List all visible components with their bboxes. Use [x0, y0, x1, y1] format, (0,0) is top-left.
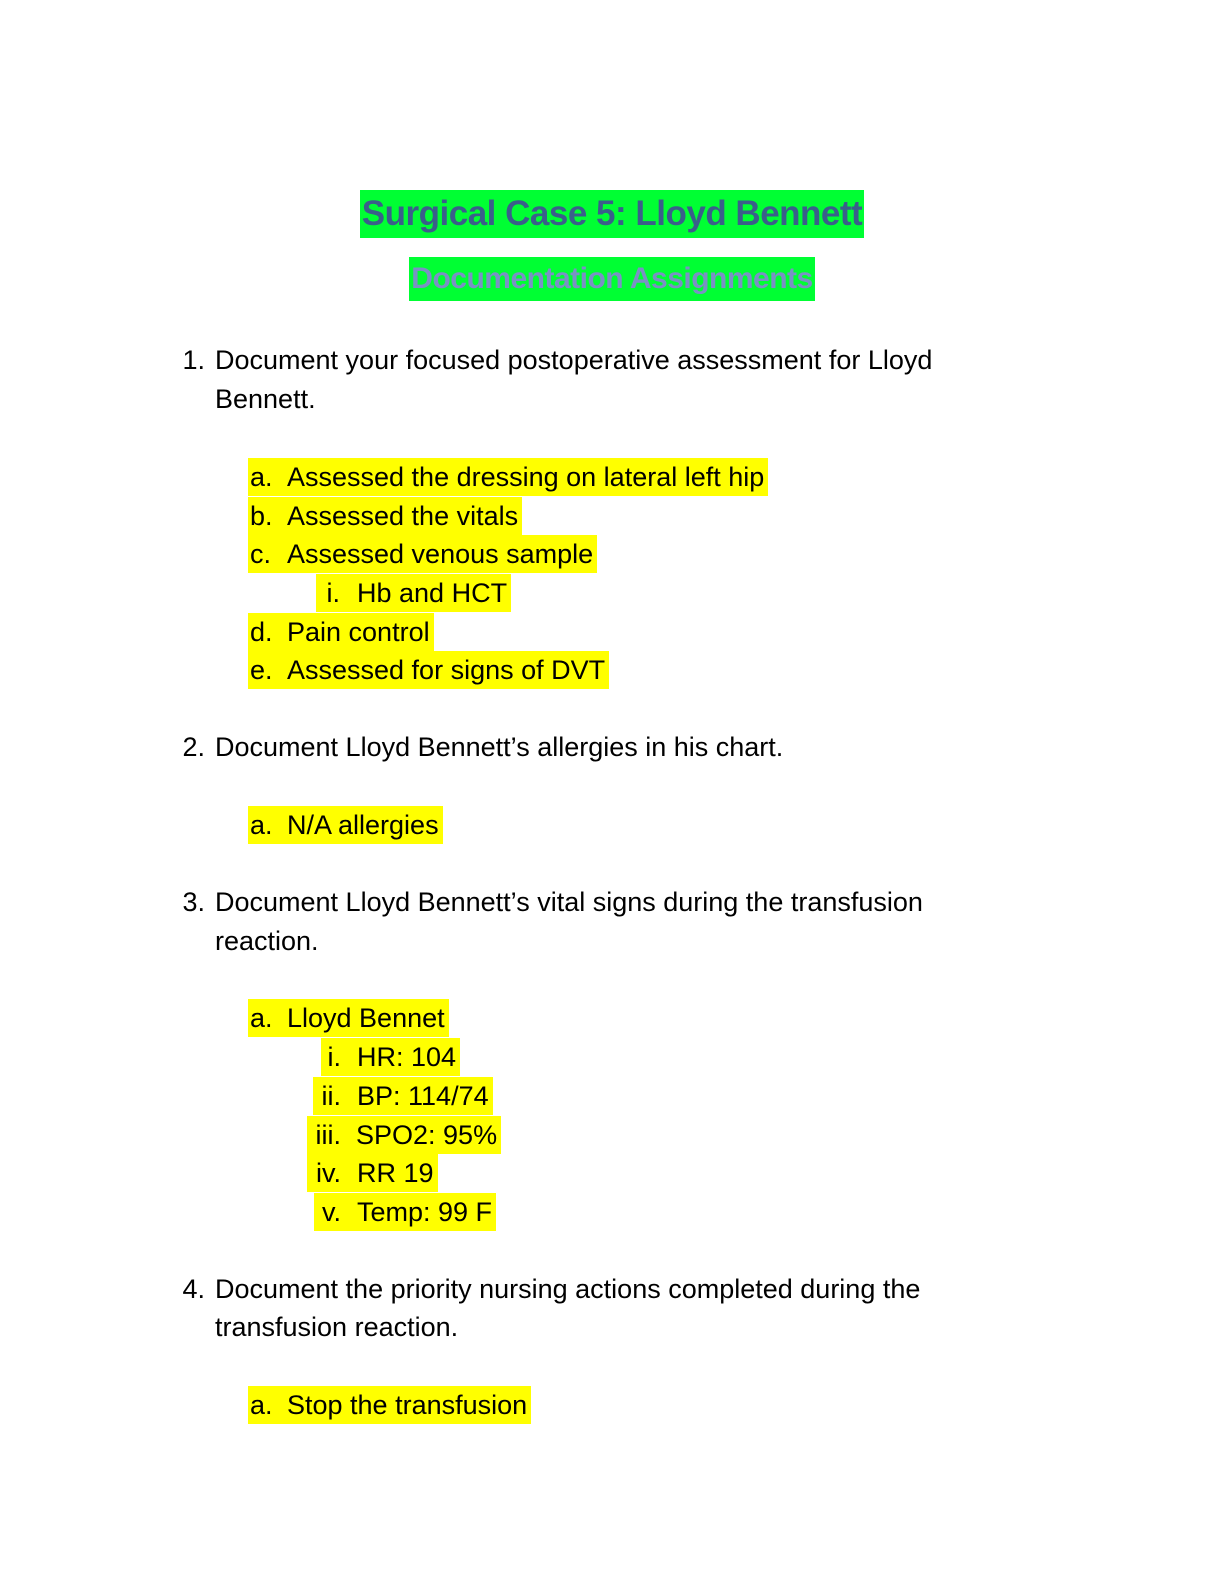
answer-marker: a.: [250, 1390, 273, 1420]
answer-text: Stop the transfusion: [287, 1390, 528, 1420]
answer-text: Pain control: [287, 617, 430, 647]
question-1-cont: Bennett.: [215, 380, 316, 418]
answer-marker: c.: [250, 539, 272, 569]
document-title: Surgical Case 5: Lloyd Bennett: [0, 190, 1224, 238]
answer-3a-i: i. HR: 104: [321, 1038, 461, 1076]
answer-text: Lloyd Bennet: [287, 1003, 445, 1033]
answer-marker: iv.: [316, 1158, 341, 1188]
question-text: Document Lloyd Bennett’s vital signs dur…: [215, 887, 923, 917]
question-text: reaction.: [215, 926, 319, 956]
document-subtitle-text: Documentation Assignments: [409, 257, 815, 301]
answer-text: Assessed the dressing on lateral left hi…: [287, 462, 765, 492]
answer-text: N/A allergies: [287, 810, 439, 840]
question-text: Document your focused postoperative asse…: [215, 345, 933, 375]
answer-text: BP: 114/74: [357, 1081, 489, 1111]
answer-marker: i.: [326, 578, 341, 608]
answer-marker: d.: [250, 617, 273, 647]
answer-text: Temp: 99 F: [357, 1197, 493, 1227]
answer-marker: a.: [250, 810, 273, 840]
answer-marker: b.: [250, 501, 273, 531]
question-text: Bennett.: [215, 384, 316, 414]
answer-text: HR: 104: [357, 1042, 457, 1072]
answer-text: Hb and HCT: [357, 578, 508, 608]
question-4-cont: transfusion reaction.: [215, 1308, 458, 1346]
question-text: transfusion reaction.: [215, 1312, 459, 1342]
answer-2a: a. N/A allergies: [248, 806, 443, 844]
answer-3a: a. Lloyd Bennet: [248, 999, 449, 1037]
question-text: Document Lloyd Bennett’s allergies in hi…: [215, 732, 784, 762]
answer-marker: v.: [322, 1197, 341, 1227]
question-number: 1.: [182, 345, 205, 375]
answer-marker: iii.: [315, 1120, 342, 1150]
answer-text: Assessed venous sample: [287, 539, 594, 569]
answer-3a-ii: ii. BP: 114/74: [313, 1077, 493, 1115]
question-number: 2.: [182, 732, 205, 762]
answer-3a-v: v. Temp: 99 F: [314, 1193, 497, 1231]
question-number: 3.: [182, 887, 205, 917]
answer-marker: ii.: [321, 1081, 342, 1111]
answer-text: Assessed for signs of DVT: [287, 655, 606, 685]
question-3-cont: reaction.: [215, 922, 319, 960]
answer-1c-i: i. Hb and HCT: [316, 574, 512, 612]
answer-marker: i.: [327, 1042, 342, 1072]
answer-marker: a.: [250, 462, 273, 492]
question-number: 4.: [182, 1274, 205, 1304]
question-text: Document the priority nursing actions co…: [215, 1274, 921, 1304]
answer-4a: a. Stop the transfusion: [248, 1386, 532, 1424]
answer-3a-iv: iv. RR 19: [307, 1154, 438, 1192]
answer-1a: a. Assessed the dressing on lateral left…: [248, 458, 769, 496]
document-subtitle: Documentation Assignments: [0, 257, 1224, 301]
answer-text: Assessed the vitals: [287, 501, 519, 531]
answer-marker: a.: [250, 1003, 273, 1033]
answer-1c: c. Assessed venous sample: [248, 535, 598, 573]
answer-1d: d. Pain control: [248, 613, 434, 651]
answer-3a-iii: iii. SPO2: 95%: [307, 1116, 502, 1154]
answer-marker: e.: [250, 655, 273, 685]
answer-1e: e. Assessed for signs of DVT: [248, 651, 610, 689]
answer-text: SPO2: 95%: [356, 1120, 498, 1150]
answer-text: RR 19: [357, 1158, 434, 1188]
answer-1b: b. Assessed the vitals: [248, 497, 523, 535]
document-title-text: Surgical Case 5: Lloyd Bennett: [359, 190, 865, 238]
